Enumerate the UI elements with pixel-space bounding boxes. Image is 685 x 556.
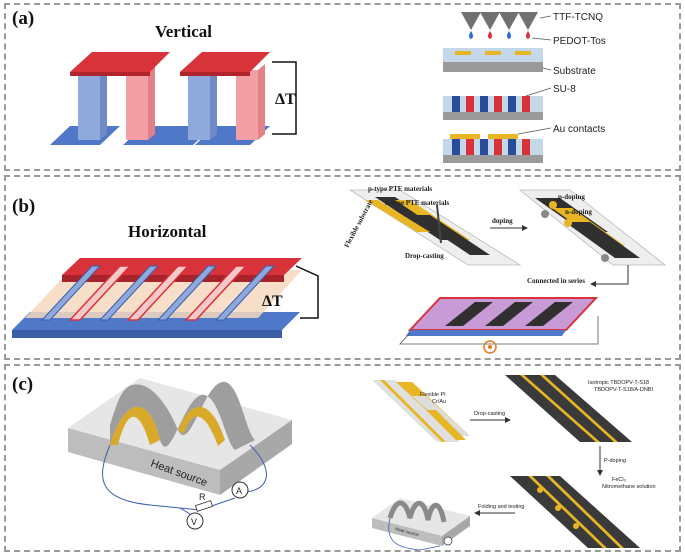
label-p-doping-c: P-doping (604, 458, 626, 464)
series-wire (399, 316, 599, 345)
gold-stripe-2 (178, 406, 225, 446)
top-plate-left (70, 52, 170, 72)
h-leg-n-2 (98, 265, 160, 321)
resistor-icon (194, 500, 214, 512)
h-leg-n-3 (156, 265, 218, 321)
delta-t-label-a: ΔT (275, 91, 296, 108)
heat-source-front (68, 428, 220, 495)
p-leg-1 (126, 70, 148, 140)
panel-b-title: Horizontal (128, 222, 207, 241)
step2-substrate (443, 112, 543, 120)
step-label-su8: SU-8 (553, 84, 576, 95)
p-dopant-drop-1 (549, 201, 557, 209)
fabrication-steps (443, 12, 552, 163)
droplet-blue-2 (507, 31, 511, 39)
delta-t-bracket-b (295, 265, 319, 319)
top-plate-right (180, 52, 270, 72)
resistor-label: R (199, 492, 206, 502)
delta-t-bracket-a (272, 61, 297, 135)
circuit-wire-right (244, 444, 267, 493)
heat-source-side (220, 420, 292, 495)
ammeter-label: A (236, 486, 242, 496)
panel-a-label: (a) (12, 8, 35, 29)
h-leg-p-1 (68, 265, 132, 321)
n-dopant-drop-2 (601, 254, 609, 262)
label-flexible-pi: Flexible PI (420, 392, 446, 398)
c-sheet-1 (372, 380, 460, 442)
label-p-doping-b: p-doping (558, 193, 585, 201)
wavy-process (372, 375, 640, 551)
au-contact-2 (488, 134, 518, 139)
voltmeter-icon (186, 512, 204, 530)
panel-a (4, 3, 681, 171)
step-label-substrate: Substrate (553, 66, 596, 77)
delta-t-label-b: ΔT (262, 293, 283, 310)
p-dopant-drop-2 (564, 219, 572, 227)
circuit-wire-left (102, 444, 201, 511)
c-sheet-2 (505, 375, 632, 442)
h-leg-n-1 (40, 265, 102, 321)
step1-substrate (443, 62, 543, 72)
vertical-device (50, 52, 297, 145)
label-ink-1: Isotropic TBDOPV-T-S18 (588, 380, 649, 386)
nozzle-4 (518, 12, 538, 30)
panel-c (4, 364, 681, 552)
label-ink-2: TBDOPV-T-S18/A-DNBI (594, 387, 653, 393)
wavy-device (68, 378, 292, 530)
h-leg-p-3 (184, 265, 248, 321)
label-folding: Folding and testing (478, 504, 524, 510)
horizontal-device (12, 258, 319, 338)
panel-b-label: (b) (12, 196, 36, 217)
ammeter-icon (231, 481, 249, 499)
c-sheet-3 (510, 476, 640, 548)
step-label-au: Au contacts (553, 124, 605, 135)
n-leg-1 (78, 70, 100, 140)
nozzle-1 (461, 12, 481, 30)
droplet-blue-1 (469, 31, 473, 39)
gold-stripe-1 (110, 406, 160, 445)
droplet-red-1 (488, 31, 492, 39)
droplet-red-2 (526, 31, 530, 39)
panel-b (4, 175, 681, 360)
pipette (436, 204, 442, 244)
au-contact-1 (450, 134, 480, 139)
horizontal-process (348, 189, 667, 354)
c-small-ammeter (443, 536, 453, 546)
label-drop-casting-c: Drop-casting (474, 411, 505, 417)
p-leg-2 (236, 70, 258, 140)
h-leg-p-2 (126, 265, 190, 321)
h-leg-n-4 (214, 265, 276, 321)
panel-c-label: (c) (12, 374, 34, 395)
nozzle-2 (480, 12, 500, 30)
label-n-type: n-type PTE materials (385, 199, 449, 207)
step3-substrate (443, 155, 543, 163)
label-doping: doping (492, 217, 513, 225)
label-connected: Connected in series (527, 277, 585, 285)
n-leg-2 (188, 70, 210, 140)
step-label-ttf-tcnq: TTF-TCNQ (553, 12, 603, 23)
panel-a-title: Vertical (155, 22, 212, 41)
connect-arrow (596, 265, 629, 285)
label-nitromethane: Nitromethane solution (602, 484, 656, 490)
label-small-heat-source: Heat source (395, 526, 420, 537)
step-label-pedot: PEDOT-Tos (553, 36, 606, 47)
bulb-icon (483, 340, 497, 354)
label-n-doping-b: n-doping (565, 208, 592, 216)
c-small-ribbon (387, 500, 447, 523)
label-cr-au: Cr/Au (432, 399, 446, 405)
n-dopant-drop-1 (541, 210, 549, 218)
wavy-ribbon (110, 381, 255, 450)
label-drop-casting-b: Drop-casting (405, 252, 444, 260)
label-fecl3: FeCl₃ (612, 477, 626, 483)
voltmeter-label: V (191, 517, 197, 527)
nozzle-3 (499, 12, 519, 30)
label-p-type: p-type PTE materials (368, 185, 432, 193)
